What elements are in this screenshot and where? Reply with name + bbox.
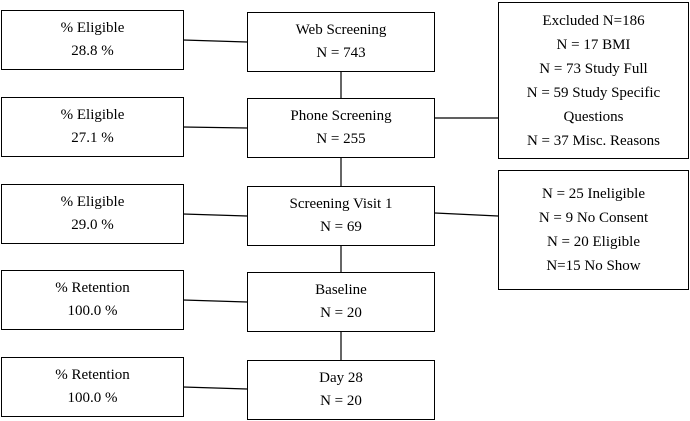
excluded-line: N = 37 Misc. Reasons	[526, 132, 661, 149]
box-count: N = 69	[320, 219, 362, 235]
outcome-line: N = 9 No Consent	[538, 210, 649, 226]
box-label: % Eligible	[60, 194, 125, 210]
box-label: % Eligible	[60, 20, 125, 36]
excluded-line: Excluded N=186	[542, 12, 645, 29]
box-count: N = 20	[320, 393, 362, 409]
day28-box: Day 28 N = 20	[247, 360, 435, 420]
connector-left-2	[182, 126, 248, 129]
box-label: % Retention	[55, 367, 130, 383]
box-label: % Eligible	[60, 107, 125, 123]
retention-box-day28: % Retention 100.0 %	[1, 357, 184, 417]
connector-left-1	[182, 39, 248, 43]
box-value: 100.0 %	[67, 303, 118, 319]
excluded-box: Excluded N=186 N = 17 BMI N = 73 Study F…	[498, 2, 689, 159]
outcome-line: N = 20 Eligible	[546, 234, 641, 250]
box-title: Day 28	[319, 370, 363, 386]
connector-left-3	[182, 213, 248, 217]
box-title: Phone Screening	[290, 108, 392, 124]
screening-visit-box: Screening Visit 1 N = 69	[247, 186, 435, 246]
visit-outcomes-box: N = 25 Ineligible N = 9 No Consent N = 2…	[498, 170, 689, 290]
box-value: 100.0 %	[67, 390, 118, 406]
excluded-line: N = 73 Study Full	[539, 60, 648, 77]
connector-right-2	[434, 212, 499, 217]
excluded-line: N = 59 Study Specific	[526, 84, 661, 101]
box-title: Screening Visit 1	[289, 196, 393, 212]
connector-left-4	[182, 299, 248, 303]
phone-screening-box: Phone Screening N = 255	[247, 98, 435, 158]
excluded-line: N = 17 BMI	[556, 36, 631, 53]
connector-left-5	[182, 386, 248, 390]
excluded-line: Questions	[563, 108, 624, 125]
eligible-box-phone: % Eligible 27.1 %	[1, 97, 184, 157]
retention-box-baseline: % Retention 100.0 %	[1, 270, 184, 330]
box-count: N = 20	[320, 305, 362, 321]
box-value: 27.1 %	[71, 130, 114, 146]
box-count: N = 743	[316, 45, 366, 61]
box-title: Baseline	[315, 282, 367, 298]
outcome-line: N=15 No Show	[546, 258, 641, 274]
box-label: % Retention	[55, 280, 130, 296]
box-title: Web Screening	[295, 22, 387, 38]
box-count: N = 255	[316, 131, 366, 147]
outcome-line: N = 25 Ineligible	[541, 186, 646, 202]
web-screening-box: Web Screening N = 743	[247, 12, 435, 72]
box-value: 29.0 %	[71, 217, 114, 233]
eligible-box-web: % Eligible 28.8 %	[1, 10, 184, 70]
box-value: 28.8 %	[71, 43, 114, 59]
baseline-box: Baseline N = 20	[247, 272, 435, 332]
eligible-box-visit: % Eligible 29.0 %	[1, 184, 184, 244]
